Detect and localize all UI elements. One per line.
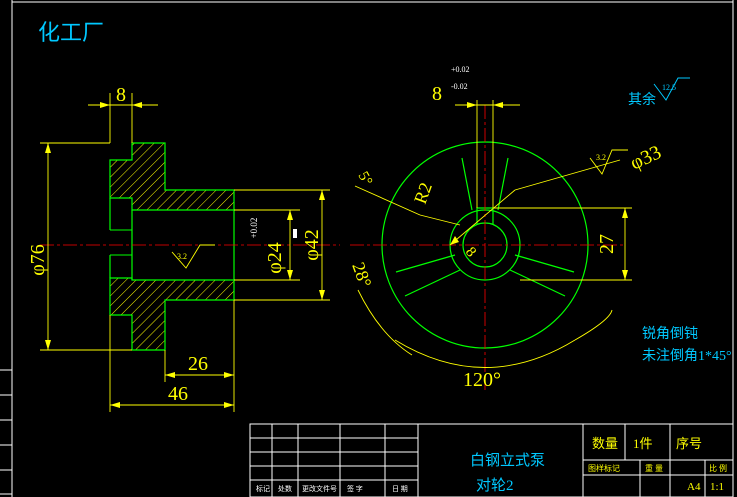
section-arrowheads [45, 102, 325, 408]
key-tol-upper: +0.02 [451, 65, 470, 74]
hdr-col1: 图样标记 [588, 463, 620, 473]
dim-radius-2: R2 [410, 180, 436, 207]
dim-angle-120: 120° [463, 369, 501, 391]
part-name: 白钢立式泵 [470, 452, 545, 469]
dim-hub-dia: φ42 [301, 229, 323, 261]
drawing-title: 化工厂 [38, 20, 104, 45]
frame-zone-marks [0, 369, 12, 495]
surface-rest-value: 12.5 [662, 83, 676, 92]
dim-8-small: 8 [462, 244, 479, 260]
dim-outer-dia: φ76 [27, 244, 49, 276]
dim-28: 28° [348, 260, 375, 291]
surface-rest-label: 其余 [628, 91, 656, 108]
qty-value: 1件 [633, 436, 653, 451]
tol-marker [293, 229, 297, 238]
dim-bore-tol: +0.02 [249, 218, 259, 239]
footer-cell: 签 字 [347, 484, 363, 493]
dim-top-8: 8 [116, 84, 126, 106]
hdr-col3: 比 例 [709, 463, 727, 473]
title-block [249, 423, 734, 497]
dim-dia-33: φ33 [627, 141, 665, 174]
end-view-arrowheads [450, 102, 628, 280]
key-tol-lower: -0.02 [451, 82, 468, 91]
end-view [350, 105, 625, 390]
surface-rest-symbol [653, 77, 690, 101]
scale-value: 1:1 [710, 481, 724, 493]
sheet-size: A4 [687, 481, 701, 493]
drawing-name: 对轮2 [476, 477, 514, 494]
section-dimension-lines [40, 93, 330, 412]
dim-27: 27 [596, 234, 618, 254]
section-view [40, 142, 340, 351]
title-block-footer: 标记 处数 更改文件号 签 字 日 期 [256, 484, 408, 493]
footer-cell: 处数 [278, 484, 292, 493]
key-dim-8: 8 [432, 83, 442, 105]
dim-bore-dia: φ24 [264, 242, 286, 274]
footer-cell: 标记 [256, 484, 270, 493]
footer-cell: 更改文件号 [302, 484, 337, 493]
note-line-1: 锐角倒钝 [642, 326, 698, 342]
qty-label: 数量 [592, 436, 618, 451]
serial-label: 序号 [676, 436, 702, 451]
hdr-col2: 重 量 [645, 463, 663, 473]
roughness-left: 3.2 [177, 252, 187, 261]
note-line-2: 未注倒角1*45° [642, 348, 732, 364]
dim-angle-5: 5° [355, 169, 376, 189]
roughness-right: 3.2 [596, 153, 606, 162]
footer-cell: 日 期 [392, 485, 408, 493]
dim-46: 46 [168, 383, 188, 405]
dim-26: 26 [188, 353, 208, 375]
end-view-dimension-lines [354, 100, 632, 368]
